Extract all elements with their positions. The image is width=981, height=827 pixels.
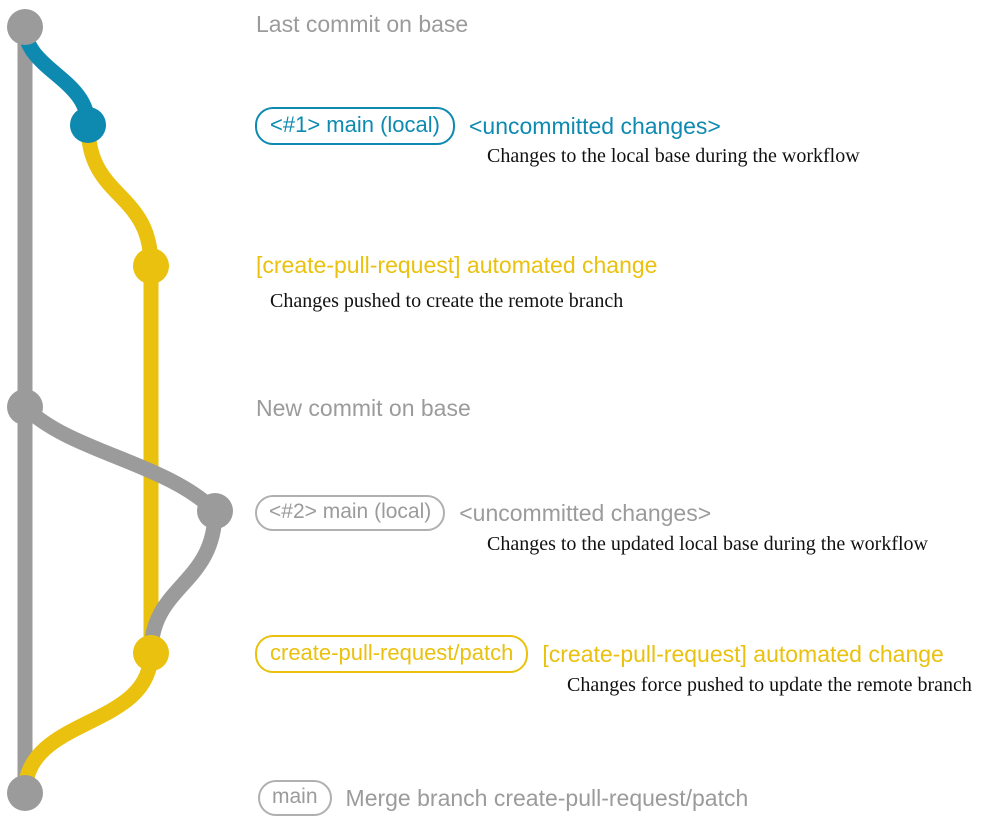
ref-badge-main[interactable]: main (258, 780, 332, 816)
commit-subject: Merge branch create-pull-request/patch (345, 785, 749, 811)
commit-subject: [create-pull-request] automated change (256, 252, 658, 278)
commit-row-remote-1: [create-pull-request] automated change (256, 253, 657, 277)
commit-row-last-commit-on-base: Last commit on base (256, 12, 468, 36)
commit-node-remote-2[interactable] (133, 635, 169, 671)
commit-row-new-commit-on-base: New commit on base (256, 396, 471, 420)
commit-description-remote-1: Changes pushed to create the remote bran… (270, 290, 624, 312)
ref-badge-local-1[interactable]: <#1> main (local) (255, 107, 455, 145)
ref-badge-remote-branch[interactable]: create-pull-request/patch (255, 635, 529, 673)
commit-node-local-1[interactable] (70, 107, 106, 143)
edge-remote-2-to-merge (17, 645, 159, 801)
commit-row-remote-2: create-pull-request/patch [create-pull-r… (255, 635, 944, 673)
commit-row-local-2: <#2> main (local) <uncommitted changes> (255, 495, 711, 531)
commit-subject: New commit on base (256, 395, 471, 421)
commit-subject: <uncommitted changes> (468, 113, 721, 139)
commit-subject: Last commit on base (256, 11, 469, 37)
edge-local-2-to-remote-2 (143, 503, 223, 661)
commit-description-local-1: Changes to the local base during the wor… (487, 145, 860, 167)
commit-row-local-1: <#1> main (local) <uncommitted changes> (255, 107, 721, 145)
commit-node-local-2[interactable] (197, 493, 233, 529)
edge-base-new-to-local-2 (17, 399, 223, 519)
commit-subject: <uncommitted changes> (459, 500, 712, 526)
commit-node-base-top[interactable] (7, 9, 43, 45)
commit-node-merge[interactable] (7, 775, 43, 811)
ref-badge-local-2[interactable]: <#2> main (local) (255, 495, 446, 531)
commit-subject: [create-pull-request] automated change (542, 641, 944, 667)
commit-row-merge: main Merge branch create-pull-request/pa… (258, 780, 748, 816)
edge-local-1-to-remote-1 (80, 117, 159, 274)
commit-description-local-2: Changes to the updated local base during… (487, 533, 928, 555)
commit-node-base-new[interactable] (7, 389, 43, 425)
commit-description-remote-2: Changes force pushed to update the remot… (567, 674, 972, 696)
commit-node-remote-1[interactable] (133, 248, 169, 284)
